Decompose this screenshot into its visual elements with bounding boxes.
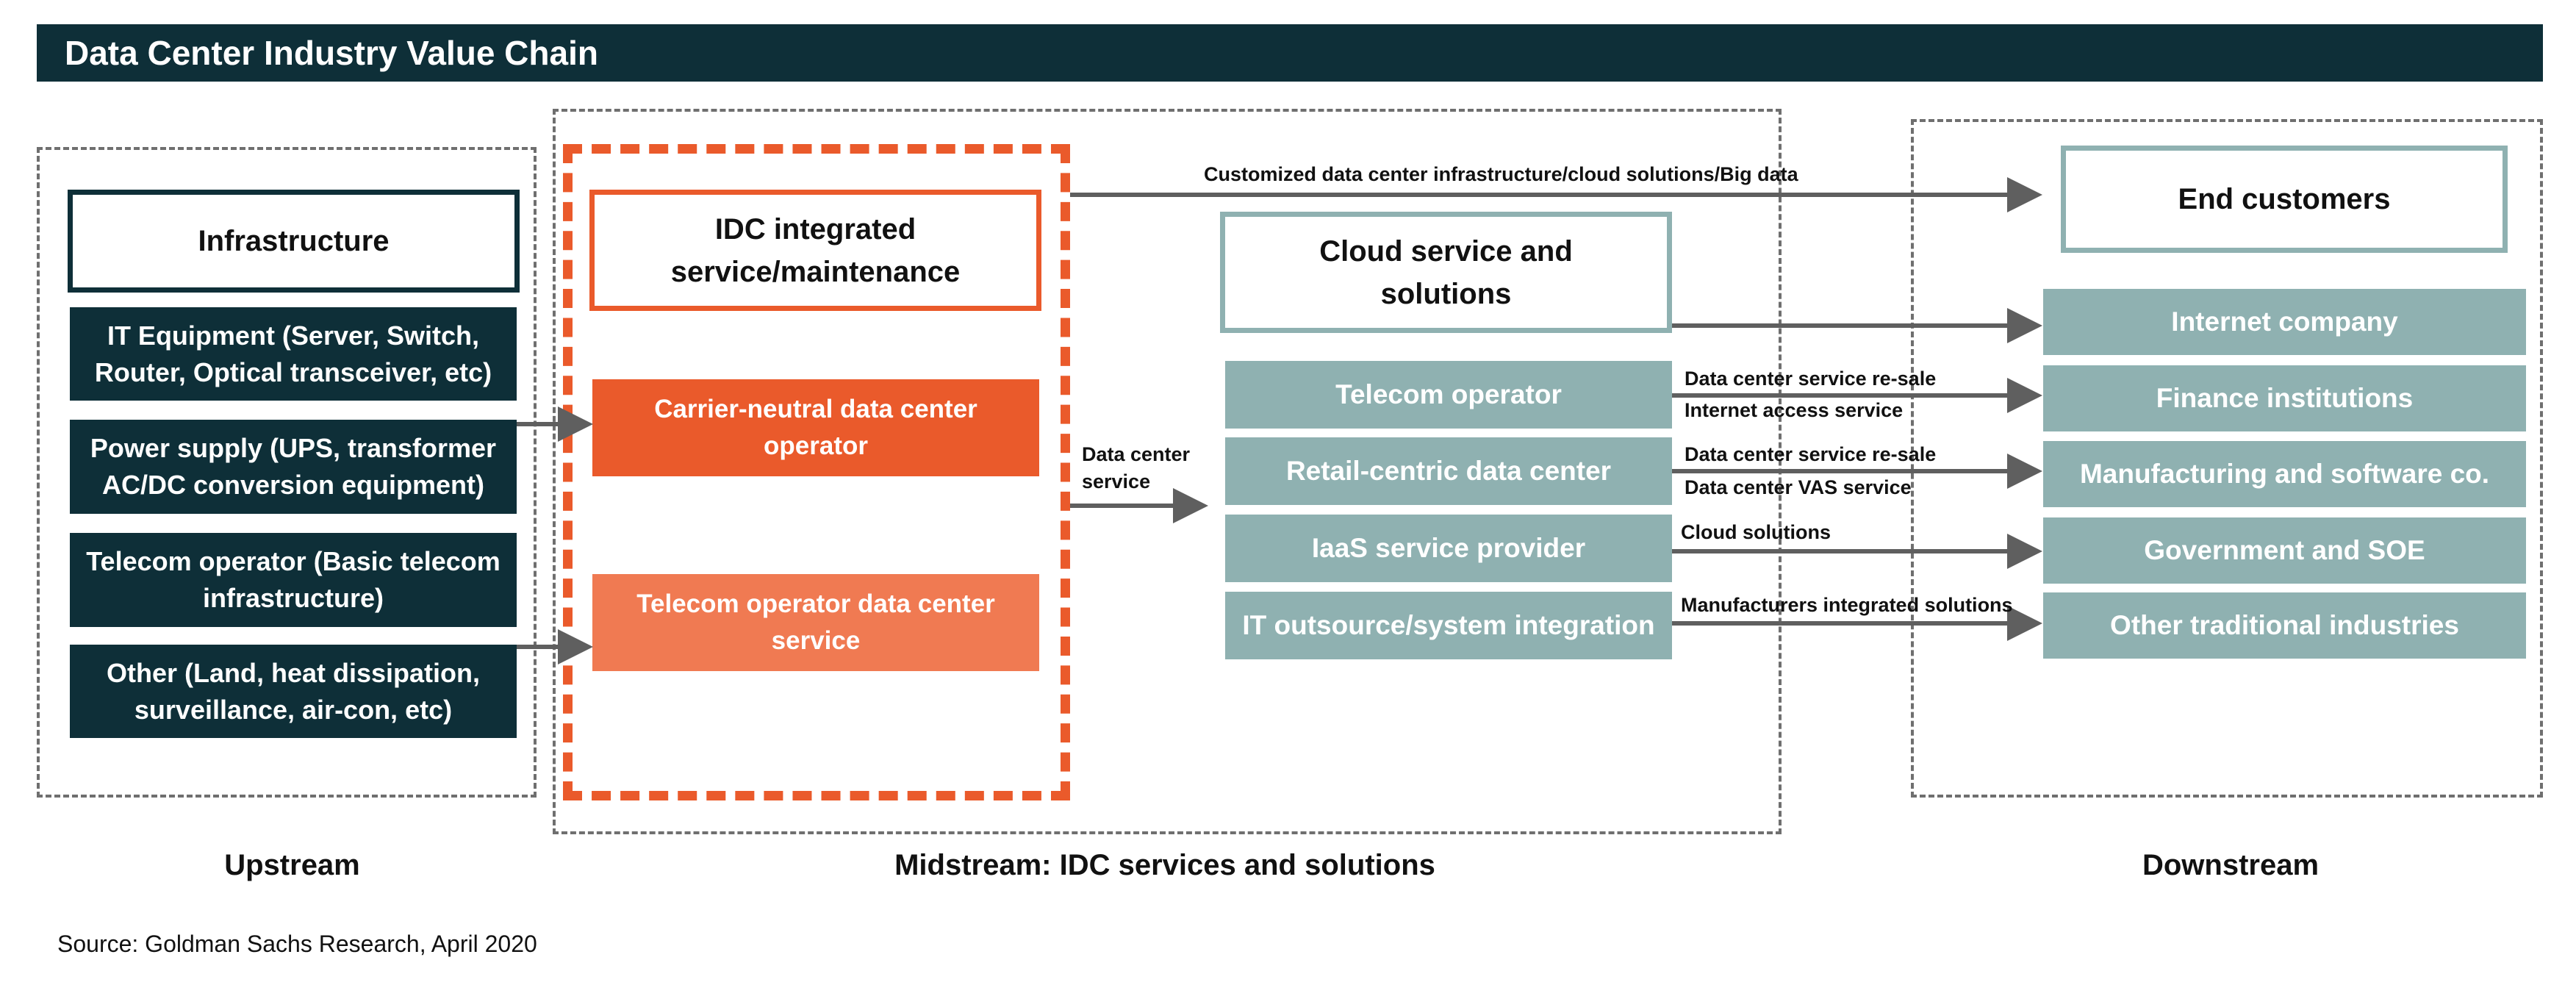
flow-label-top: Customized data center infrastructure/cl…: [1204, 163, 1798, 185]
carrier-neutral-box: Carrier-neutral data center operator: [592, 379, 1039, 476]
flow-label-dc-service: Data center service: [1082, 443, 1191, 492]
title-bar: Data Center Industry Value Chain: [37, 24, 2543, 82]
customer-manufacturing-box: Manufacturing and software co.: [2043, 441, 2526, 507]
upstream-group: [37, 147, 537, 798]
section-upstream: Upstream: [224, 849, 360, 881]
cloud-iaas-box: IaaS service provider: [1225, 515, 1672, 582]
cloud-telecom-box: Telecom operator: [1225, 361, 1672, 429]
cloud-header: Cloud service and solutions: [1220, 212, 1672, 333]
flow-label-telecom-resale: Data center service re-sale: [1685, 368, 1937, 390]
idc-header: IDC integrated service/maintenance: [589, 190, 1041, 311]
source-note: Source: Goldman Sachs Research, April 20…: [57, 931, 537, 957]
flow-label-cloud-solutions: Cloud solutions: [1681, 521, 1831, 543]
page-title: Data Center Industry Value Chain: [65, 34, 598, 72]
end-customers-header: End customers: [2061, 146, 2508, 253]
flow-label-retail-resale: Data center service re-sale: [1685, 443, 1937, 465]
customer-internet-box: Internet company: [2043, 289, 2526, 355]
power-supply-box: Power supply (UPS, transformer AC/DC con…: [70, 420, 517, 514]
telecom-infra-box: Telecom operator (Basic telecom infrastr…: [70, 533, 517, 627]
section-midstream: Midstream: IDC services and solutions: [894, 849, 1435, 881]
cloud-it-box: IT outsource/system integration: [1225, 592, 1672, 659]
customer-traditional-box: Other traditional industries: [2043, 592, 2526, 659]
infrastructure-header: Infrastructure: [68, 190, 520, 293]
customer-government-box: Government and SOE: [2043, 517, 2526, 584]
it-equipment-box: IT Equipment (Server, Switch, Router, Op…: [70, 307, 517, 401]
section-downstream: Downstream: [2142, 849, 2320, 881]
downstream-group: [1911, 119, 2543, 798]
flow-label-retail-vas: Data center VAS service: [1685, 476, 1912, 498]
flow-label-internet-access: Internet access service: [1685, 399, 1904, 421]
customer-finance-box: Finance institutions: [2043, 365, 2526, 431]
flow-label-manufacturers: Manufacturers integrated solutions: [1681, 594, 2013, 616]
telecom-dc-box: Telecom operator data center service: [592, 574, 1039, 671]
cloud-retail-box: Retail-centric data center: [1225, 437, 1672, 505]
other-infra-box: Other (Land, heat dissipation, surveilla…: [70, 645, 517, 738]
